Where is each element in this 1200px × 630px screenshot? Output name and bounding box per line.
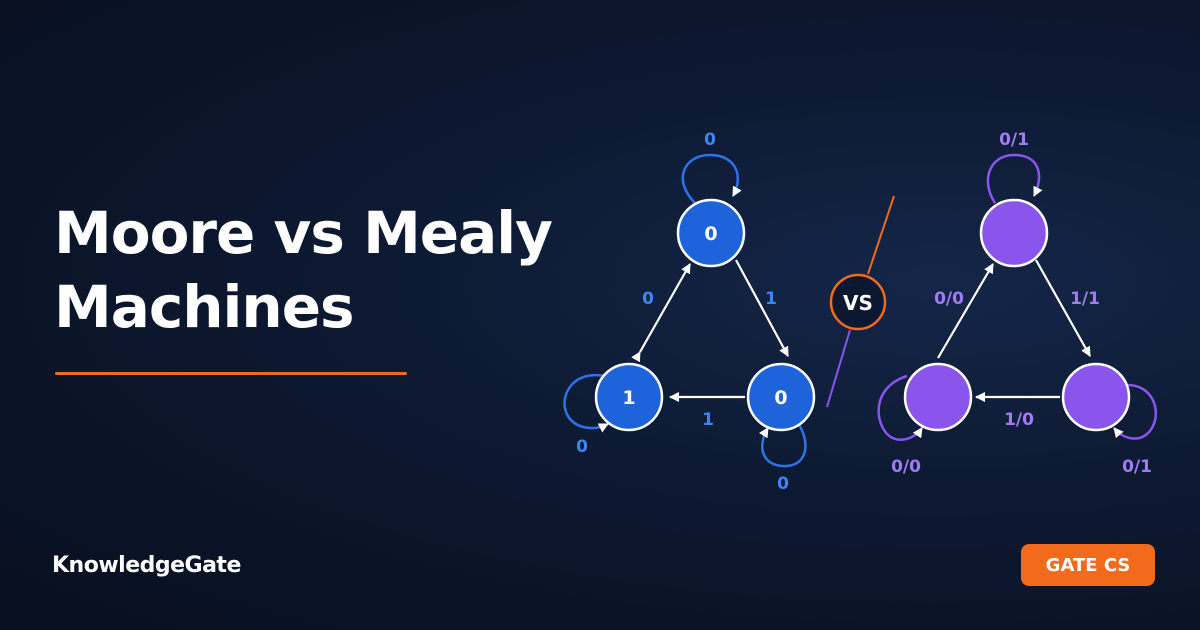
divider-line-lower [826, 329, 851, 408]
mealy-edge-top-right [1035, 259, 1091, 357]
mealy-edge-left-top [937, 263, 994, 359]
mealy-left-self-loop [877, 374, 924, 441]
title-line-2: Machines [54, 273, 355, 341]
moore-label-left-self-loop: 0 [576, 437, 588, 457]
moore-label-top-to-right: 1 [765, 289, 777, 309]
mealy-right-self-loop [1113, 383, 1157, 440]
mealy-state-right [1061, 362, 1131, 432]
moore-label-top-self-loop: 0 [704, 130, 716, 150]
moore-label-left-to-top: 0 [642, 289, 654, 309]
moore-state-left [594, 362, 664, 432]
mealy-label-right-to-left: 1/0 [1004, 410, 1034, 430]
moore-machine: 0 1 0 0 0 1 1 0 0 [563, 130, 816, 494]
moore-state-top [676, 198, 746, 268]
mealy-label-top-to-right: 1/1 [1070, 289, 1100, 309]
moore-state-left-output: 1 [622, 387, 635, 409]
moore-edge-left-top [631, 263, 691, 363]
mealy-top-self-loop [986, 153, 1043, 204]
mealy-label-left-self-loop: 0/0 [891, 457, 921, 477]
moore-left-self-loop [563, 373, 609, 433]
title-underline [55, 372, 407, 375]
vs-label: VS [843, 291, 873, 315]
moore-state-top-output: 0 [704, 223, 717, 245]
mealy-state-left [903, 362, 973, 432]
moore-state-right-output: 0 [774, 387, 787, 409]
mealy-label-right-self-loop: 0/1 [1122, 457, 1152, 477]
moore-right-self-loop [758, 422, 807, 468]
moore-top-self-loop [681, 153, 742, 204]
mealy-state-top [979, 198, 1049, 268]
moore-edge-top-right [735, 259, 789, 357]
mealy-machine: 0/1 0/0 1/1 1/0 0/0 0/1 [877, 130, 1157, 477]
moore-label-right-to-left: 1 [702, 410, 714, 430]
moore-state-right [746, 362, 816, 432]
mealy-label-top-self-loop: 0/1 [999, 130, 1029, 150]
page-title: Moore vs Mealy Machines [54, 196, 553, 344]
vs-divider: VS [826, 195, 895, 408]
gate-cs-badge: GATE CS [1021, 544, 1155, 586]
divider-line-upper [867, 195, 895, 275]
title-line-1: Moore vs Mealy [54, 199, 553, 267]
vs-circle [829, 273, 887, 331]
mealy-label-left-to-top: 0/0 [934, 289, 964, 309]
brand-logo-text: KnowledgeGate [52, 553, 241, 578]
moore-label-right-self-loop: 0 [777, 474, 789, 494]
